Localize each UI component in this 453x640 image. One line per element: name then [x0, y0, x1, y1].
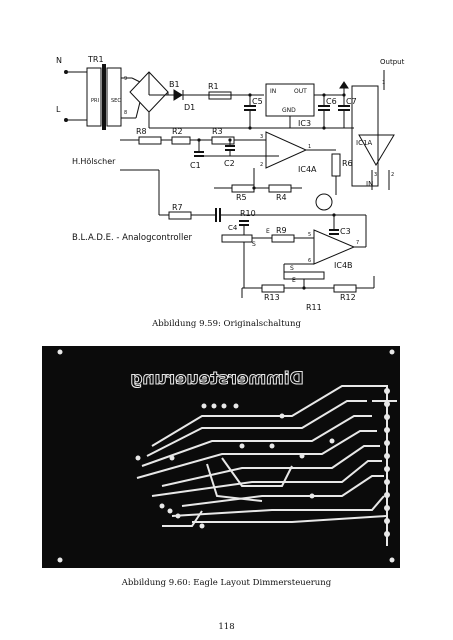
- label-pin3: 3: [260, 134, 263, 140]
- label-r3: R3: [212, 127, 223, 136]
- transformer-primary: [86, 67, 102, 127]
- resistor-r1: [208, 91, 232, 100]
- label-pin9: 9: [124, 76, 127, 82]
- label-s1: S: [252, 241, 256, 248]
- label-r10: R10: [240, 209, 256, 218]
- label-ic3: IC3: [298, 119, 311, 128]
- pcb-pads: [57, 349, 395, 563]
- pcb-board: [42, 346, 400, 568]
- label-ic4b: IC4B: [334, 261, 353, 270]
- pcb-title: Dimmersteuerung: [130, 369, 303, 389]
- label-ic1a: IC1A: [356, 139, 372, 147]
- schematic-figure: N L TR1 PRI SEC B1 D1 R1 C5 IN OUT GND I…: [56, 55, 405, 312]
- label-out: OUT: [294, 88, 307, 95]
- label-c3: C3: [340, 227, 351, 236]
- label-pin8: 8: [124, 110, 127, 116]
- transformer-secondary: [106, 67, 122, 127]
- label-r13: R13: [264, 293, 280, 302]
- label-d1: D1: [184, 103, 195, 112]
- pcb-layout-figure: Dimmersteuerung: [42, 346, 400, 568]
- label-l: L: [56, 105, 61, 114]
- label-c7: C7: [346, 97, 357, 106]
- label-pin2b: 2: [391, 172, 394, 178]
- label-c5: C5: [252, 97, 263, 106]
- label-b1: B1: [169, 80, 180, 89]
- figure-caption-59: Abbildung 9.59: Originalschaltung: [152, 319, 301, 329]
- opamp-ic4a: [265, 131, 308, 169]
- label-e1: E: [266, 228, 270, 235]
- schematic-author: H.Hölscher: [72, 157, 116, 166]
- label-c2: C2: [224, 159, 235, 168]
- label-n: N: [56, 56, 62, 65]
- label-pin2: 2: [260, 162, 263, 168]
- label-c4: C4: [228, 224, 238, 232]
- figure-caption-60: Abbildung 9.60: Eagle Layout Dimmersteue…: [121, 578, 332, 588]
- label-pin7: 7: [356, 240, 359, 246]
- label-gnd: GND: [282, 107, 296, 114]
- label-tr1: TR1: [87, 55, 104, 64]
- label-in: IN: [270, 88, 276, 95]
- label-sec: SEC: [111, 98, 121, 104]
- label-c6: C6: [326, 97, 337, 106]
- label-in-side: IN: [366, 180, 373, 188]
- label-output: Output: [380, 58, 405, 66]
- label-s2: S: [290, 265, 294, 272]
- label-r7: R7: [172, 203, 183, 212]
- schematic-title: B.L.A.D.E. - Analogcontroller: [72, 233, 193, 243]
- label-r6: R6: [342, 159, 353, 168]
- opamp-ic4b: [313, 229, 356, 265]
- label-r11: R11: [306, 303, 322, 312]
- label-pin1: 1: [308, 144, 311, 150]
- label-r12: R12: [340, 293, 356, 302]
- label-c1: C1: [190, 161, 201, 170]
- label-r4: R4: [276, 193, 287, 202]
- label-ic4a: IC4A: [298, 165, 317, 174]
- label-r1: R1: [208, 82, 219, 91]
- label-pin5: 5: [308, 232, 311, 238]
- label-r8: R8: [136, 127, 147, 136]
- label-pin6: 6: [308, 258, 311, 264]
- label-e2: E: [292, 277, 296, 284]
- label-r2: R2: [172, 127, 183, 136]
- page-number: 118: [218, 622, 235, 632]
- label-pri: PRI: [91, 98, 99, 104]
- label-pin3b: 3: [374, 172, 377, 178]
- label-pin1b: 1: [382, 80, 385, 86]
- label-r9: R9: [276, 226, 287, 235]
- label-r5: R5: [236, 193, 247, 202]
